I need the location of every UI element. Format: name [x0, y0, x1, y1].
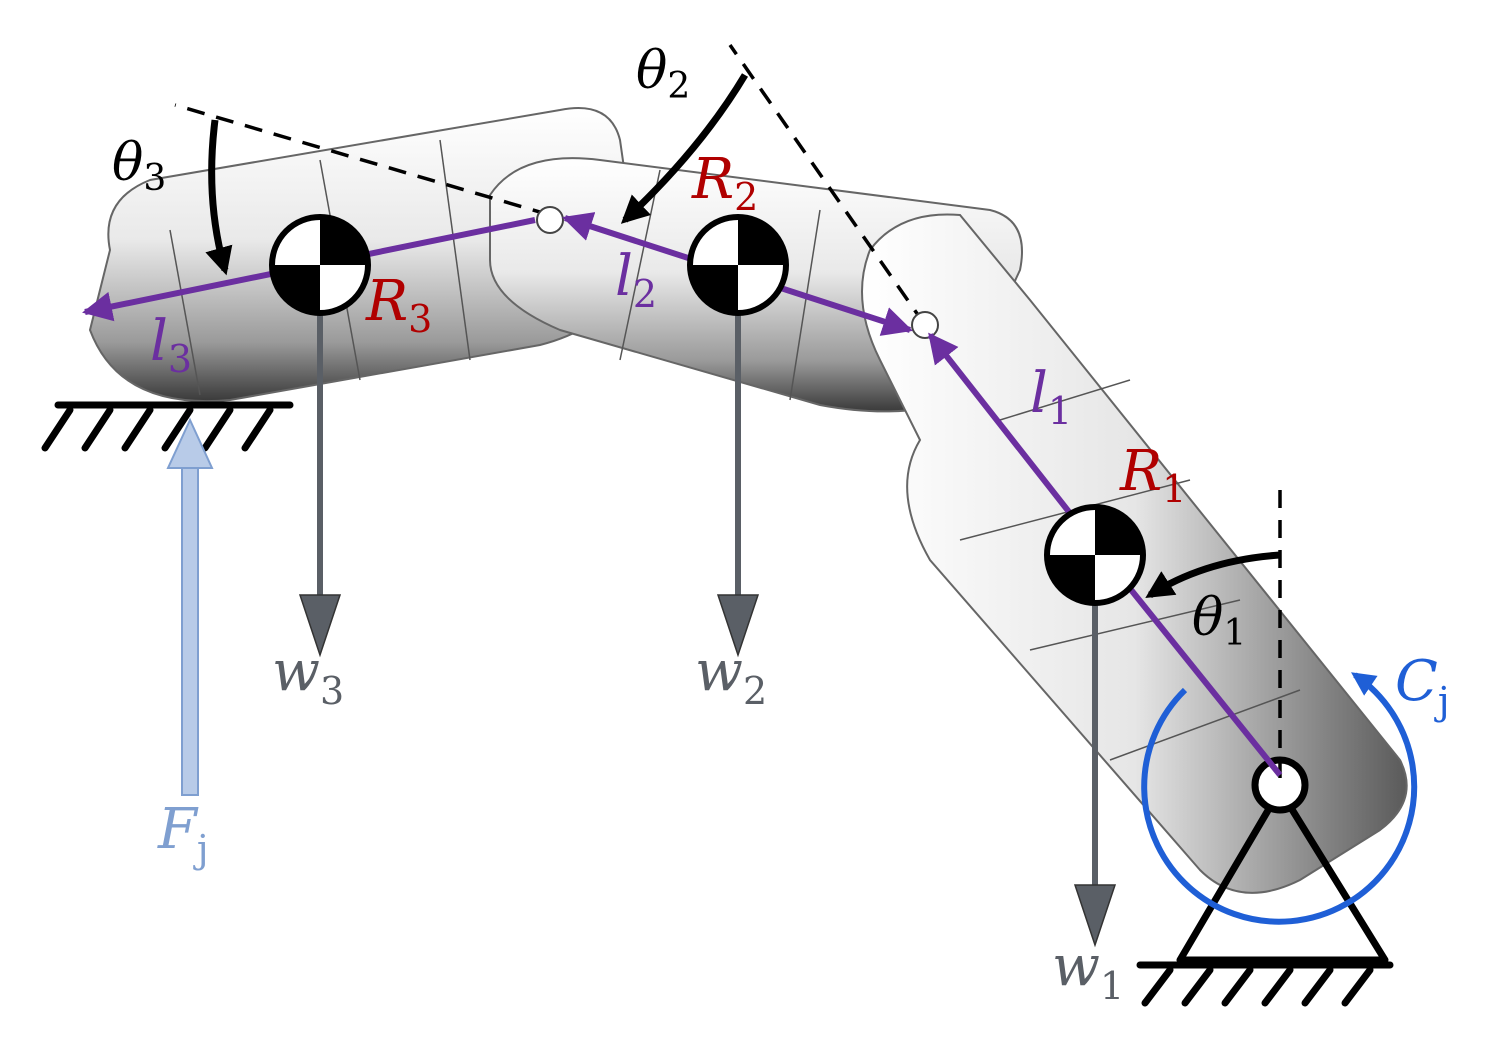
label-theta1: θ1: [1192, 588, 1246, 654]
label-w2: w2: [695, 639, 767, 713]
label-l3: l3: [150, 309, 192, 381]
ground-contact: [41, 401, 294, 452]
com-r2: [687, 214, 789, 316]
angle-arcs: [205, 73, 1281, 599]
label-Cj: Cj: [1395, 649, 1450, 723]
label-Fj: Fj: [157, 797, 209, 871]
torque-arc: [1141, 672, 1418, 925]
theta1-arc: [1145, 551, 1281, 599]
labels: θ3 θ2 θ1 R2 R3 R1 l3 l2 l1 w3 w2: [112, 41, 1450, 1008]
theta2-arc: [620, 73, 749, 224]
contact-force: [166, 417, 214, 796]
w1-arrowhead: [1073, 884, 1117, 948]
joint-dip: [536, 206, 564, 234]
weight-vectors: [317, 305, 1098, 900]
reference-lines: [174, 43, 1282, 780]
label-theta3: θ3: [112, 133, 166, 199]
w2-arrowhead: [716, 594, 760, 658]
link-l1: [927, 332, 1098, 547]
com-r1: [1044, 504, 1146, 606]
label-R3: R3: [365, 269, 432, 341]
w3-arrowhead: [298, 594, 342, 658]
theta3-arc: [205, 119, 233, 276]
base-support: [1136, 786, 1394, 1007]
joint-pip: [911, 311, 939, 339]
label-l2: l2: [615, 244, 657, 316]
label-R2: R2: [691, 147, 758, 219]
label-w1: w1: [1052, 934, 1124, 1008]
label-R1: R1: [1119, 439, 1186, 511]
label-w3: w3: [272, 639, 344, 713]
label-theta2: θ2: [636, 41, 690, 107]
label-l1: l1: [1030, 361, 1072, 433]
com-r3: [269, 214, 371, 316]
